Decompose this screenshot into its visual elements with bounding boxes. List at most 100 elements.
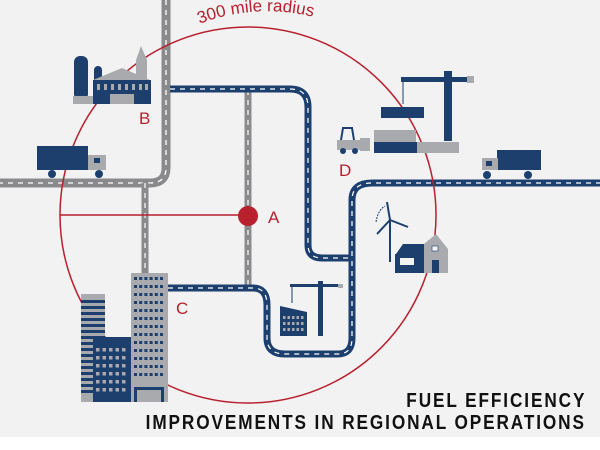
window bbox=[139, 309, 143, 312]
window bbox=[287, 328, 290, 331]
window bbox=[154, 277, 158, 280]
window bbox=[122, 380, 126, 384]
window bbox=[154, 317, 158, 320]
tower-crane-icon bbox=[401, 71, 474, 141]
window bbox=[144, 341, 148, 344]
wind-turbine-icon bbox=[375, 201, 409, 262]
location-c-label: C bbox=[176, 299, 188, 318]
forklift-icon bbox=[337, 127, 370, 154]
window bbox=[154, 293, 158, 296]
radius-label: 300 mile radius bbox=[194, 0, 316, 28]
window bbox=[160, 293, 163, 296]
window bbox=[149, 349, 153, 352]
window bbox=[139, 285, 143, 288]
window bbox=[154, 325, 158, 328]
window bbox=[149, 373, 153, 376]
window bbox=[160, 349, 163, 352]
window bbox=[115, 380, 119, 384]
window bbox=[115, 364, 119, 368]
window bbox=[134, 293, 137, 296]
window bbox=[149, 325, 153, 328]
window bbox=[154, 285, 158, 288]
window bbox=[144, 277, 148, 280]
farm-icon bbox=[73, 46, 151, 104]
window bbox=[154, 349, 158, 352]
window bbox=[139, 325, 143, 328]
window bbox=[139, 301, 143, 304]
navy-road-c-loop bbox=[168, 179, 600, 358]
location-d-label: D bbox=[339, 161, 351, 180]
window bbox=[296, 322, 299, 325]
window bbox=[134, 277, 137, 280]
window bbox=[160, 317, 163, 320]
window bbox=[149, 309, 153, 312]
window bbox=[139, 317, 143, 320]
window bbox=[149, 341, 153, 344]
window bbox=[144, 293, 148, 296]
window bbox=[292, 328, 295, 331]
window bbox=[160, 285, 163, 288]
window bbox=[109, 380, 113, 384]
location-b-label: B bbox=[139, 109, 150, 128]
window bbox=[144, 373, 148, 376]
window bbox=[154, 333, 158, 336]
window bbox=[115, 388, 119, 392]
window bbox=[102, 372, 106, 376]
window bbox=[115, 348, 119, 352]
window bbox=[149, 317, 153, 320]
window bbox=[139, 293, 143, 296]
shipping-containers-icon bbox=[374, 107, 459, 153]
window bbox=[283, 316, 286, 319]
navy-road-b-to-d bbox=[170, 85, 350, 262]
window bbox=[96, 380, 100, 384]
window bbox=[134, 317, 137, 320]
window bbox=[102, 364, 106, 368]
window bbox=[134, 357, 137, 360]
truck-icon bbox=[37, 146, 106, 178]
window bbox=[301, 328, 304, 331]
window bbox=[139, 277, 143, 280]
window bbox=[144, 349, 148, 352]
window bbox=[122, 364, 126, 368]
window bbox=[149, 357, 153, 360]
window bbox=[144, 325, 148, 328]
window bbox=[154, 365, 158, 368]
window bbox=[144, 357, 148, 360]
window bbox=[115, 356, 119, 360]
window bbox=[154, 341, 158, 344]
window bbox=[96, 364, 100, 368]
window bbox=[144, 309, 148, 312]
window bbox=[134, 365, 137, 368]
window bbox=[296, 316, 299, 319]
window bbox=[134, 341, 137, 344]
window bbox=[160, 333, 163, 336]
window bbox=[139, 373, 143, 376]
window bbox=[115, 372, 119, 376]
window bbox=[139, 333, 143, 336]
window bbox=[122, 356, 126, 360]
truck-icon bbox=[482, 150, 541, 179]
window bbox=[102, 388, 106, 392]
window bbox=[160, 309, 163, 312]
window bbox=[149, 301, 153, 304]
house-icon bbox=[395, 234, 448, 273]
navy-road-network bbox=[168, 85, 600, 358]
building-windows bbox=[96, 277, 304, 392]
window bbox=[139, 349, 143, 352]
window bbox=[144, 285, 148, 288]
title-line-2: IMPROVEMENTS IN REGIONAL OPERATIONS bbox=[145, 412, 586, 434]
window bbox=[109, 388, 113, 392]
window bbox=[144, 333, 148, 336]
window bbox=[122, 388, 126, 392]
window bbox=[160, 373, 163, 376]
window bbox=[96, 356, 100, 360]
window bbox=[301, 322, 304, 325]
window bbox=[134, 373, 137, 376]
window bbox=[96, 372, 100, 376]
window bbox=[292, 316, 295, 319]
window bbox=[134, 349, 137, 352]
window bbox=[102, 356, 106, 360]
window bbox=[134, 309, 137, 312]
window bbox=[109, 348, 113, 352]
window bbox=[96, 348, 100, 352]
